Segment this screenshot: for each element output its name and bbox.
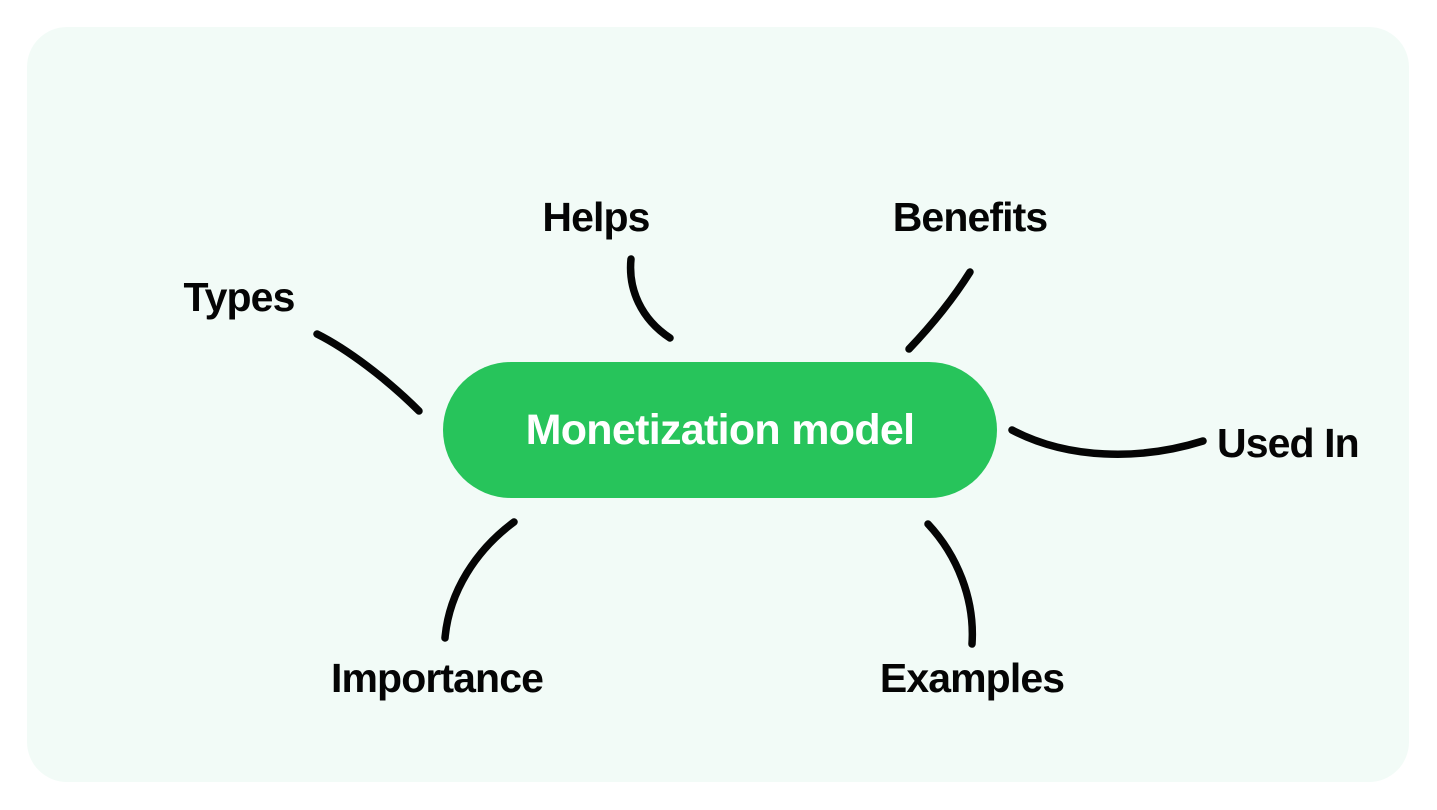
central-node[interactable]: Monetization model [443, 362, 997, 498]
branch-stroke-examples [924, 520, 977, 648]
branch-stroke-helps [626, 255, 674, 342]
branch-stroke-importance [441, 518, 518, 642]
branch-stroke-types [313, 330, 423, 415]
branch-stroke-benefits [905, 268, 974, 353]
branch-label-benefits[interactable]: Benefits [892, 194, 1048, 240]
branch-label-examples[interactable]: Examples [879, 655, 1065, 701]
mindmap-canvas: Monetization model Types Helps Benefits … [27, 27, 1409, 782]
branch-label-used-in[interactable]: Used In [1217, 420, 1360, 466]
branch-label-importance[interactable]: Importance [331, 655, 544, 701]
branch-stroke-used-in [1008, 426, 1207, 458]
branch-label-helps[interactable]: Helps [542, 194, 650, 240]
central-node-label: Monetization model [525, 405, 915, 454]
branch-label-types[interactable]: Types [183, 274, 296, 320]
